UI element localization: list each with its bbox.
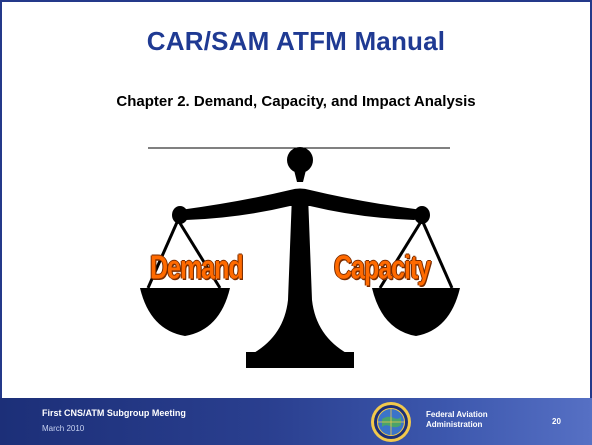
footer-bar: First CNS/ATM Subgroup Meeting March 201… [0, 398, 592, 445]
demand-label: Demand [150, 249, 244, 287]
page-number: 20 [552, 417, 561, 426]
footer-agency-name: Federal Aviation Administration [426, 410, 516, 430]
slide-subtitle: Chapter 2. Demand, Capacity, and Impact … [116, 93, 476, 110]
slide-title: CAR/SAM ATFM Manual [146, 26, 446, 56]
footer-meeting-name: First CNS/ATM Subgroup Meeting [42, 408, 186, 418]
balance-scale-icon [140, 147, 460, 368]
footer-agency-line-2: Administration [426, 420, 483, 429]
capacity-label: Capacity [334, 249, 431, 287]
footer-date: March 2010 [42, 424, 85, 433]
faa-seal-icon [371, 402, 411, 442]
footer-agency-line-1: Federal Aviation [426, 410, 488, 419]
